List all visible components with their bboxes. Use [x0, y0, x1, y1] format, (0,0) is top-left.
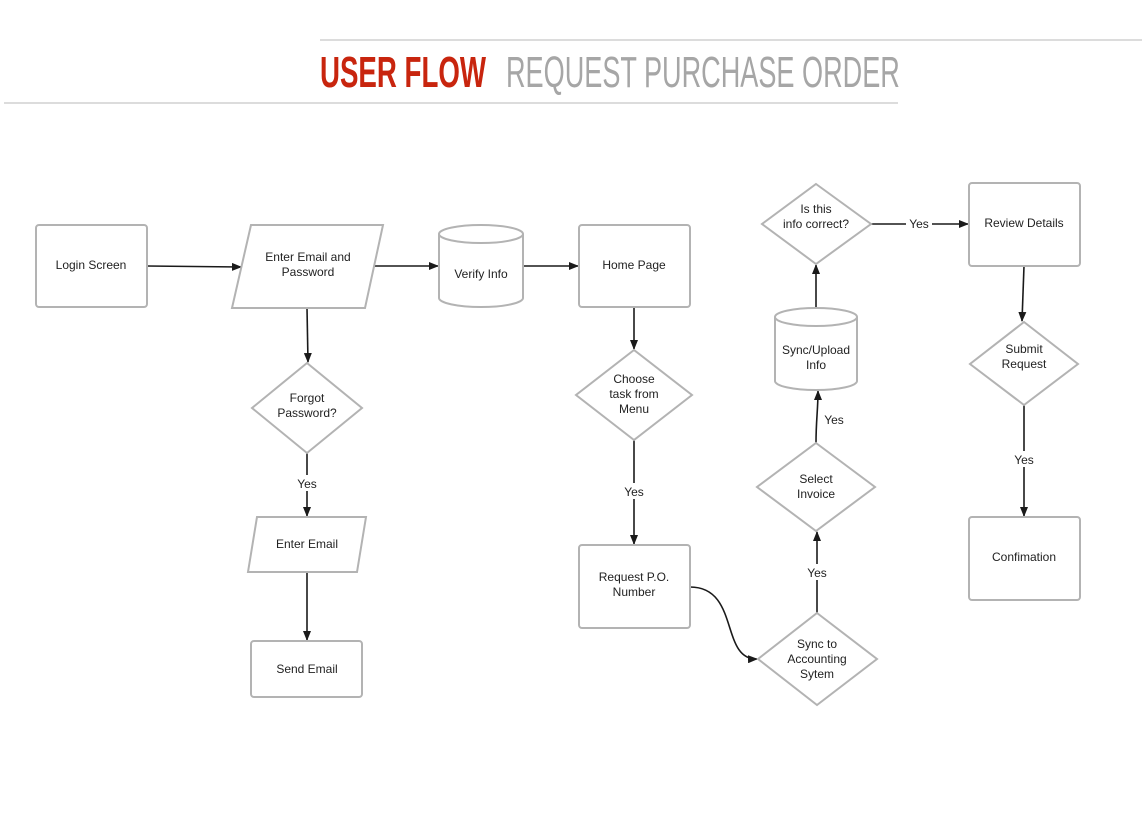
node-label: Is this: [800, 202, 831, 216]
node-label: Request P.O.: [599, 570, 670, 584]
node-review-details: Review Details: [968, 182, 1081, 267]
node-enter-email-password: Enter Email and Password: [230, 224, 385, 309]
edge-label-sync-yes: Yes: [807, 566, 827, 580]
node-label: Accounting: [787, 652, 846, 666]
node-confirmation: Confimation: [968, 516, 1081, 601]
node-label: Login Screen: [56, 258, 127, 272]
edge-request-to-sync: [689, 586, 758, 664]
title-request-purchase-order: REQUEST PURCHASE ORDER: [506, 48, 900, 97]
node-label: Home Page: [602, 258, 666, 272]
node-sync-accounting: Sync to Accounting Sytem: [756, 611, 879, 707]
node-label: Verify Info: [454, 267, 508, 281]
node-choose-task: Choose task from Menu: [574, 348, 694, 442]
node-label: Submit: [1005, 342, 1043, 356]
node-label: Choose: [613, 372, 655, 386]
edge-enter-to-forgot: [303, 307, 312, 363]
node-sync-upload-info: Sync/Upload Info: [774, 307, 858, 391]
node-label: Sync/Upload: [782, 343, 850, 357]
node-label: Password: [282, 265, 335, 279]
node-label: task from: [609, 387, 658, 401]
node-label: Send Email: [276, 662, 337, 676]
node-label: Password?: [277, 406, 337, 420]
node-submit-request: Submit Request: [968, 320, 1080, 407]
edge-label-correct-yes: Yes: [909, 217, 929, 231]
edge-label-submit-yes: Yes: [1014, 453, 1034, 467]
node-label: Forgot: [290, 391, 325, 405]
node-label: Enter Email and: [265, 250, 350, 264]
node-label: Number: [613, 585, 656, 599]
edge-label-forgot-yes: Yes: [297, 477, 317, 491]
title-user-flow: USER FLOW: [320, 48, 486, 97]
node-login-screen: Login Screen: [35, 224, 148, 308]
node-select-invoice: Select Invoice: [755, 441, 877, 533]
node-label: Select: [799, 472, 833, 486]
node-label: info correct?: [783, 217, 849, 231]
node-verify-info: Verify Info: [438, 224, 524, 308]
node-request-po-number: Request P.O. Number: [578, 544, 691, 629]
node-label: Review Details: [984, 216, 1063, 230]
edge-login-to-enter: [146, 262, 242, 271]
node-label: Invoice: [797, 487, 835, 501]
edge-label-invoice-yes: Yes: [824, 413, 844, 427]
node-label: Enter Email: [276, 537, 338, 551]
edge-review-to-submit: [1018, 265, 1027, 322]
edge-label-choose-yes: Yes: [624, 485, 644, 499]
node-home-page: Home Page: [578, 224, 691, 308]
node-send-email: Send Email: [250, 640, 363, 698]
node-enter-email: Enter Email: [246, 516, 368, 573]
node-label: Request: [1002, 357, 1047, 371]
node-label: Sytem: [800, 667, 834, 681]
node-label: Info: [806, 358, 826, 372]
node-label: Confimation: [992, 550, 1056, 564]
node-forgot-password: Forgot Password?: [250, 361, 364, 455]
edge-invoice-to-upload: [813, 390, 822, 444]
node-label: Sync to: [797, 637, 837, 651]
node-label: Menu: [619, 402, 649, 416]
node-info-correct: Is this info correct?: [760, 182, 873, 266]
